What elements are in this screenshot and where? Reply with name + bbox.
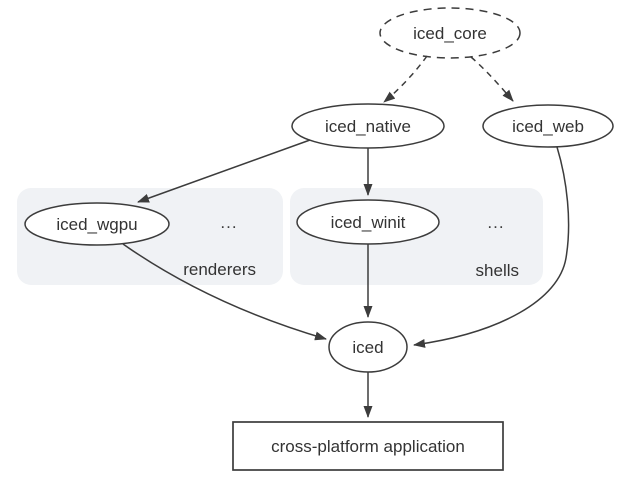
edge-iced-wgpu-to-iced	[122, 243, 327, 341]
edge-iced-core-to-iced-web	[470, 56, 514, 102]
node-iced-winit-label: iced_winit	[331, 213, 406, 232]
node-iced-native-label: iced_native	[325, 117, 411, 136]
renderers-ellipsis: ...	[220, 213, 237, 232]
node-cross-platform-application-label: cross-platform application	[271, 437, 465, 456]
edge-iced-core-to-iced-native	[383, 55, 428, 103]
node-iced-core	[379, 7, 521, 59]
node-iced-wgpu-label: iced_wgpu	[56, 215, 137, 234]
node-iced-web-label: iced_web	[512, 117, 584, 136]
shells-ellipsis: ...	[487, 213, 504, 232]
edge-iced-web-to-iced	[413, 146, 570, 348]
node-iced-wgpu	[24, 202, 170, 246]
node-iced-label: iced	[352, 338, 383, 357]
node-iced-web	[482, 104, 614, 148]
node-iced-core-label: iced_core	[413, 24, 487, 43]
renderers-group-label: renderers	[183, 260, 256, 279]
node-cross-platform-application	[232, 421, 504, 471]
shells-group-label: shells	[476, 261, 519, 280]
edge-iced-native-to-iced-wgpu	[137, 139, 311, 203]
